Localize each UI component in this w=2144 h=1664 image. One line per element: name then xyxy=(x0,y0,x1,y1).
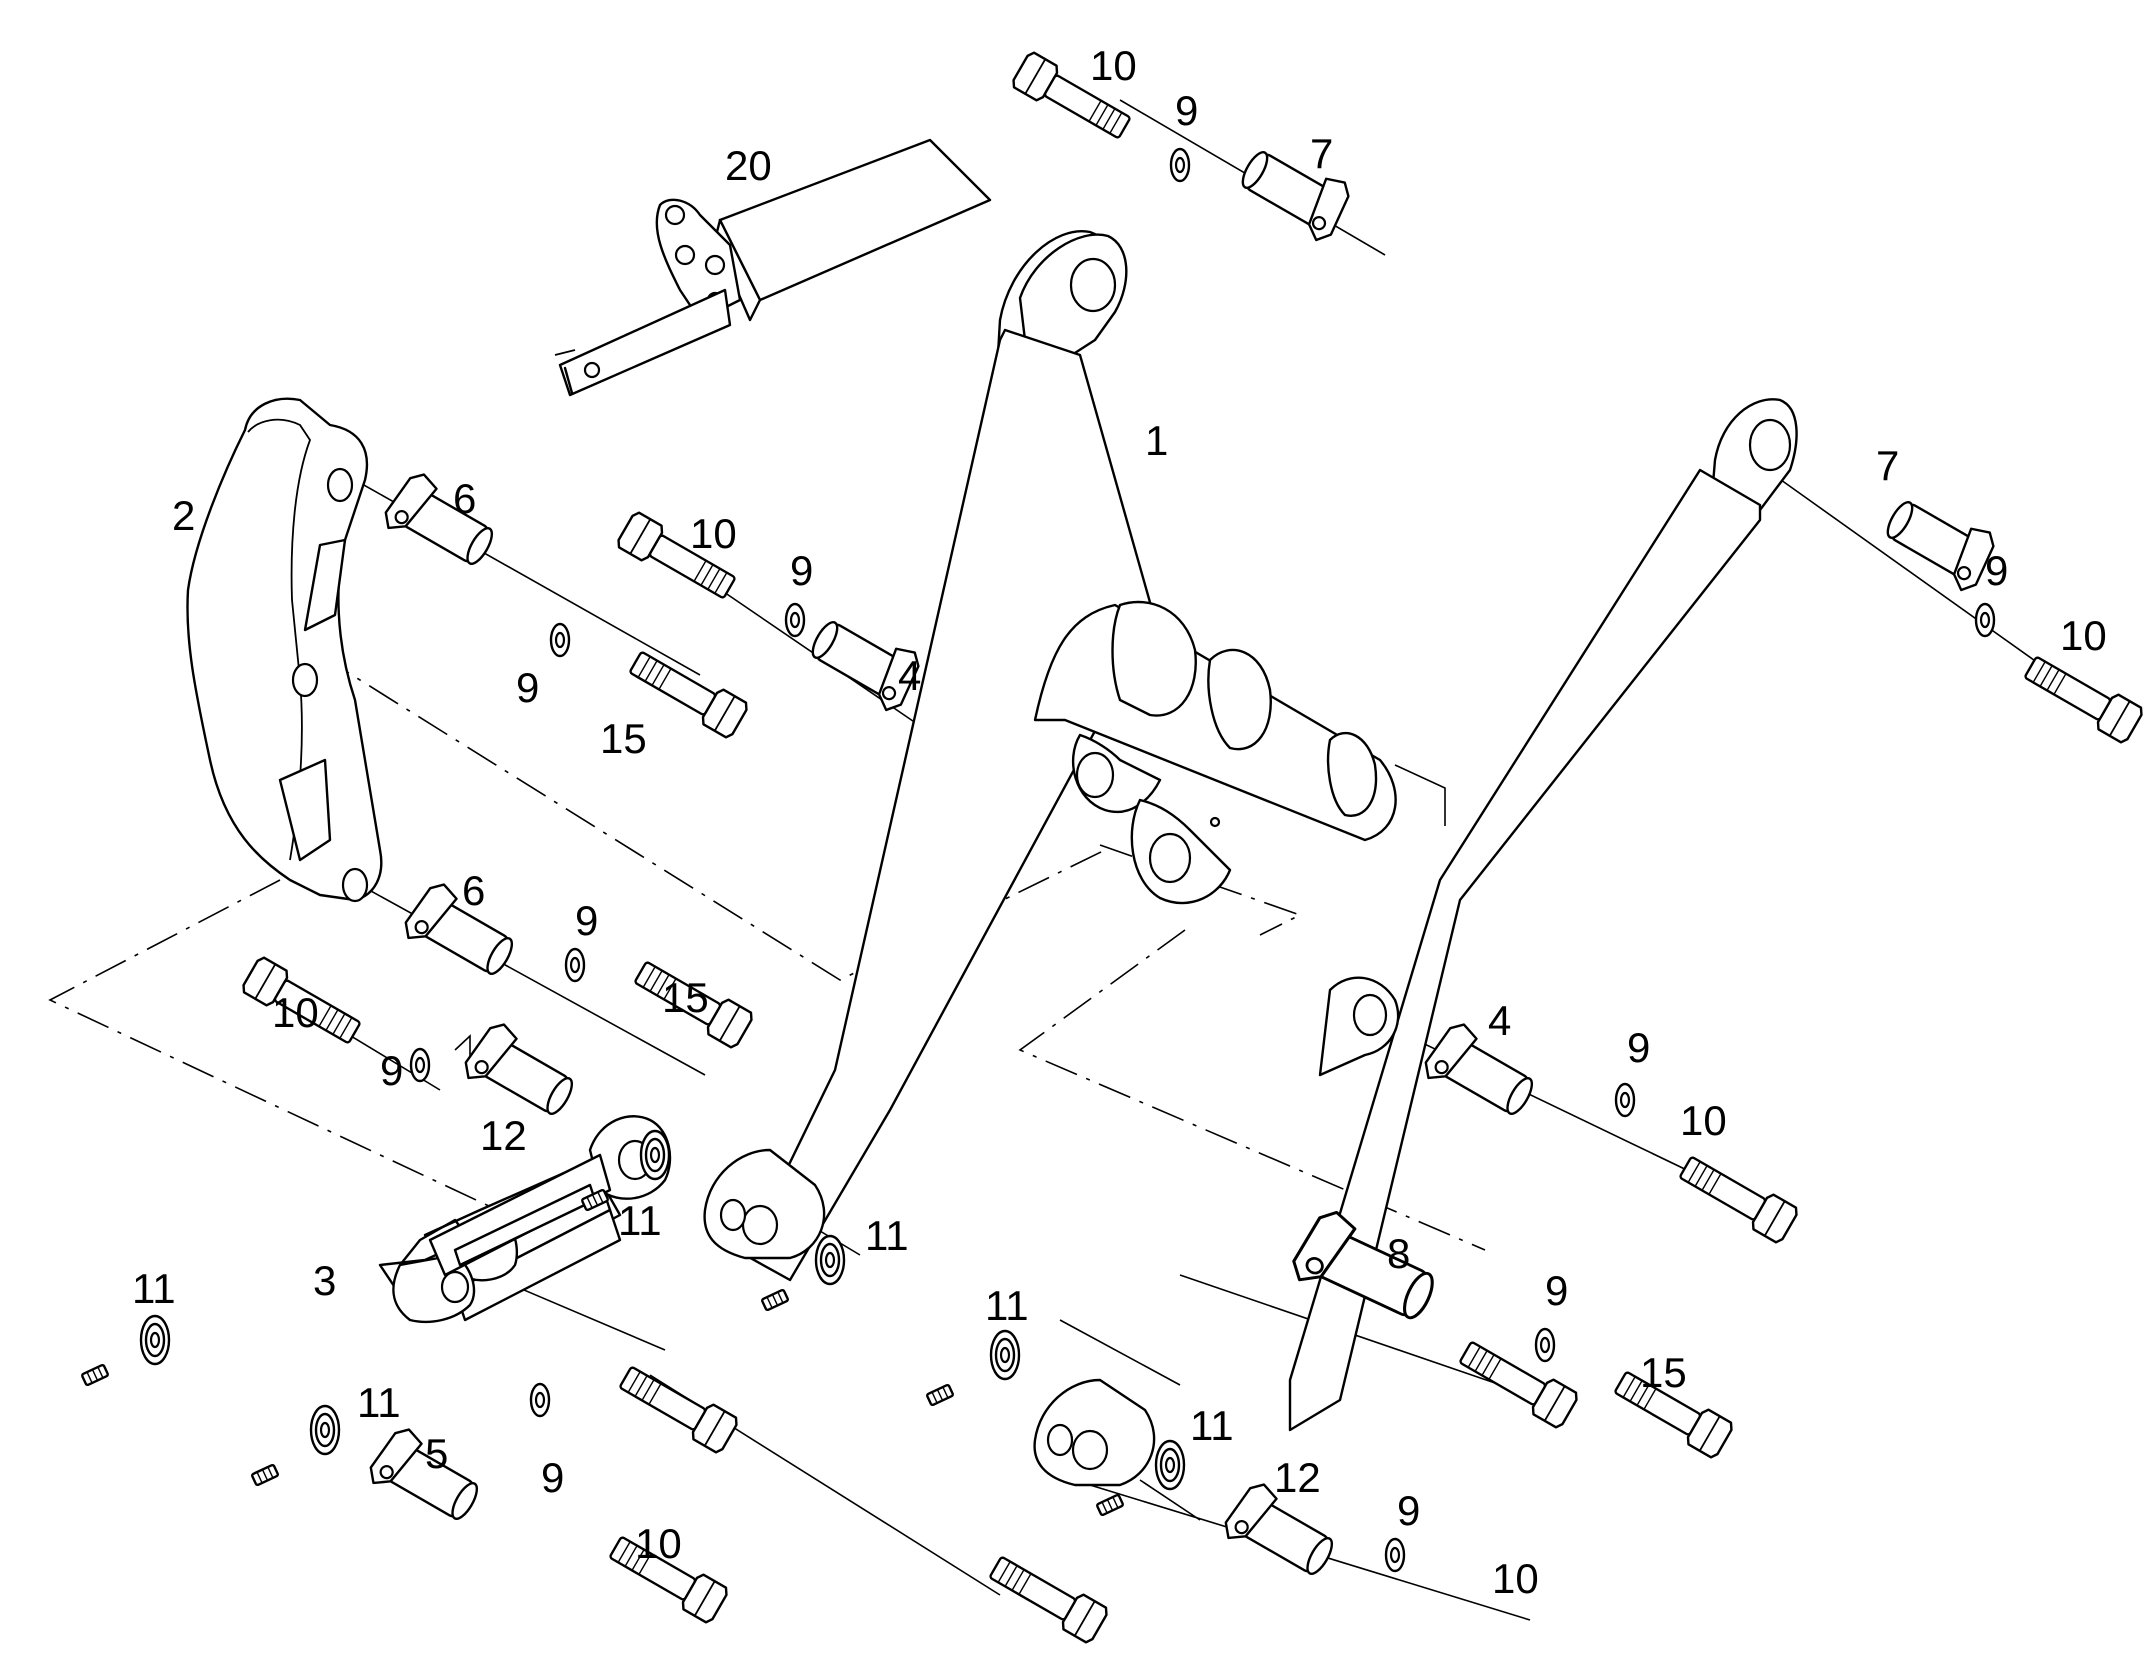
part-2-mounting-bracket xyxy=(186,397,383,903)
callout-6: 6 xyxy=(453,475,476,522)
callout-11: 11 xyxy=(618,1197,662,1244)
callout-7: 7 xyxy=(1876,442,1899,489)
callout-9: 9 xyxy=(1397,1487,1420,1534)
callout-20: 20 xyxy=(725,142,772,189)
callout-4: 4 xyxy=(898,652,921,699)
callout-9: 9 xyxy=(575,897,598,944)
callout-11: 11 xyxy=(1190,1402,1234,1449)
callout-10: 10 xyxy=(272,989,319,1036)
part-3-connecting-link xyxy=(378,1115,672,1324)
callout-10: 10 xyxy=(635,1520,682,1567)
callout-9: 9 xyxy=(1985,547,2008,594)
callout-6: 6 xyxy=(462,867,485,914)
callout-10: 10 xyxy=(1680,1097,1727,1144)
callout-5: 5 xyxy=(425,1430,448,1477)
callout-4: 4 xyxy=(1488,997,1511,1044)
callout-11: 11 xyxy=(865,1212,909,1259)
callout-8: 8 xyxy=(1387,1230,1410,1277)
callout-10: 10 xyxy=(1492,1555,1539,1602)
callout-12: 12 xyxy=(480,1112,527,1159)
callout-15: 15 xyxy=(662,974,709,1021)
callout-9: 9 xyxy=(790,547,813,594)
callout-11: 11 xyxy=(132,1265,176,1312)
callout-9: 9 xyxy=(541,1454,564,1501)
callout-9: 9 xyxy=(380,1047,403,1094)
callout-15: 15 xyxy=(600,715,647,762)
callout-7: 7 xyxy=(1310,130,1333,177)
callout-9: 9 xyxy=(1627,1024,1650,1071)
callout-10: 10 xyxy=(2060,612,2107,659)
callout-10: 10 xyxy=(1090,42,1137,89)
callout-11: 11 xyxy=(985,1282,1029,1329)
callout-labels: 1 2 3 4 4 5 6 6 7 7 8 9 9 9 9 9 9 9 9 9 … xyxy=(132,42,2107,1602)
part-1-lift-arm xyxy=(703,230,1798,1487)
callout-9: 9 xyxy=(516,664,539,711)
callout-9: 9 xyxy=(1175,87,1198,134)
callout-12: 12 xyxy=(1274,1454,1321,1501)
callout-9: 9 xyxy=(1545,1267,1568,1314)
callout-2: 2 xyxy=(172,492,195,539)
callout-15: 15 xyxy=(1640,1349,1687,1396)
callout-1: 1 xyxy=(1145,417,1168,464)
callout-11: 11 xyxy=(357,1379,401,1426)
callout-10: 10 xyxy=(690,510,737,557)
callout-3: 3 xyxy=(313,1257,336,1304)
part-20-side-guard xyxy=(554,138,992,397)
